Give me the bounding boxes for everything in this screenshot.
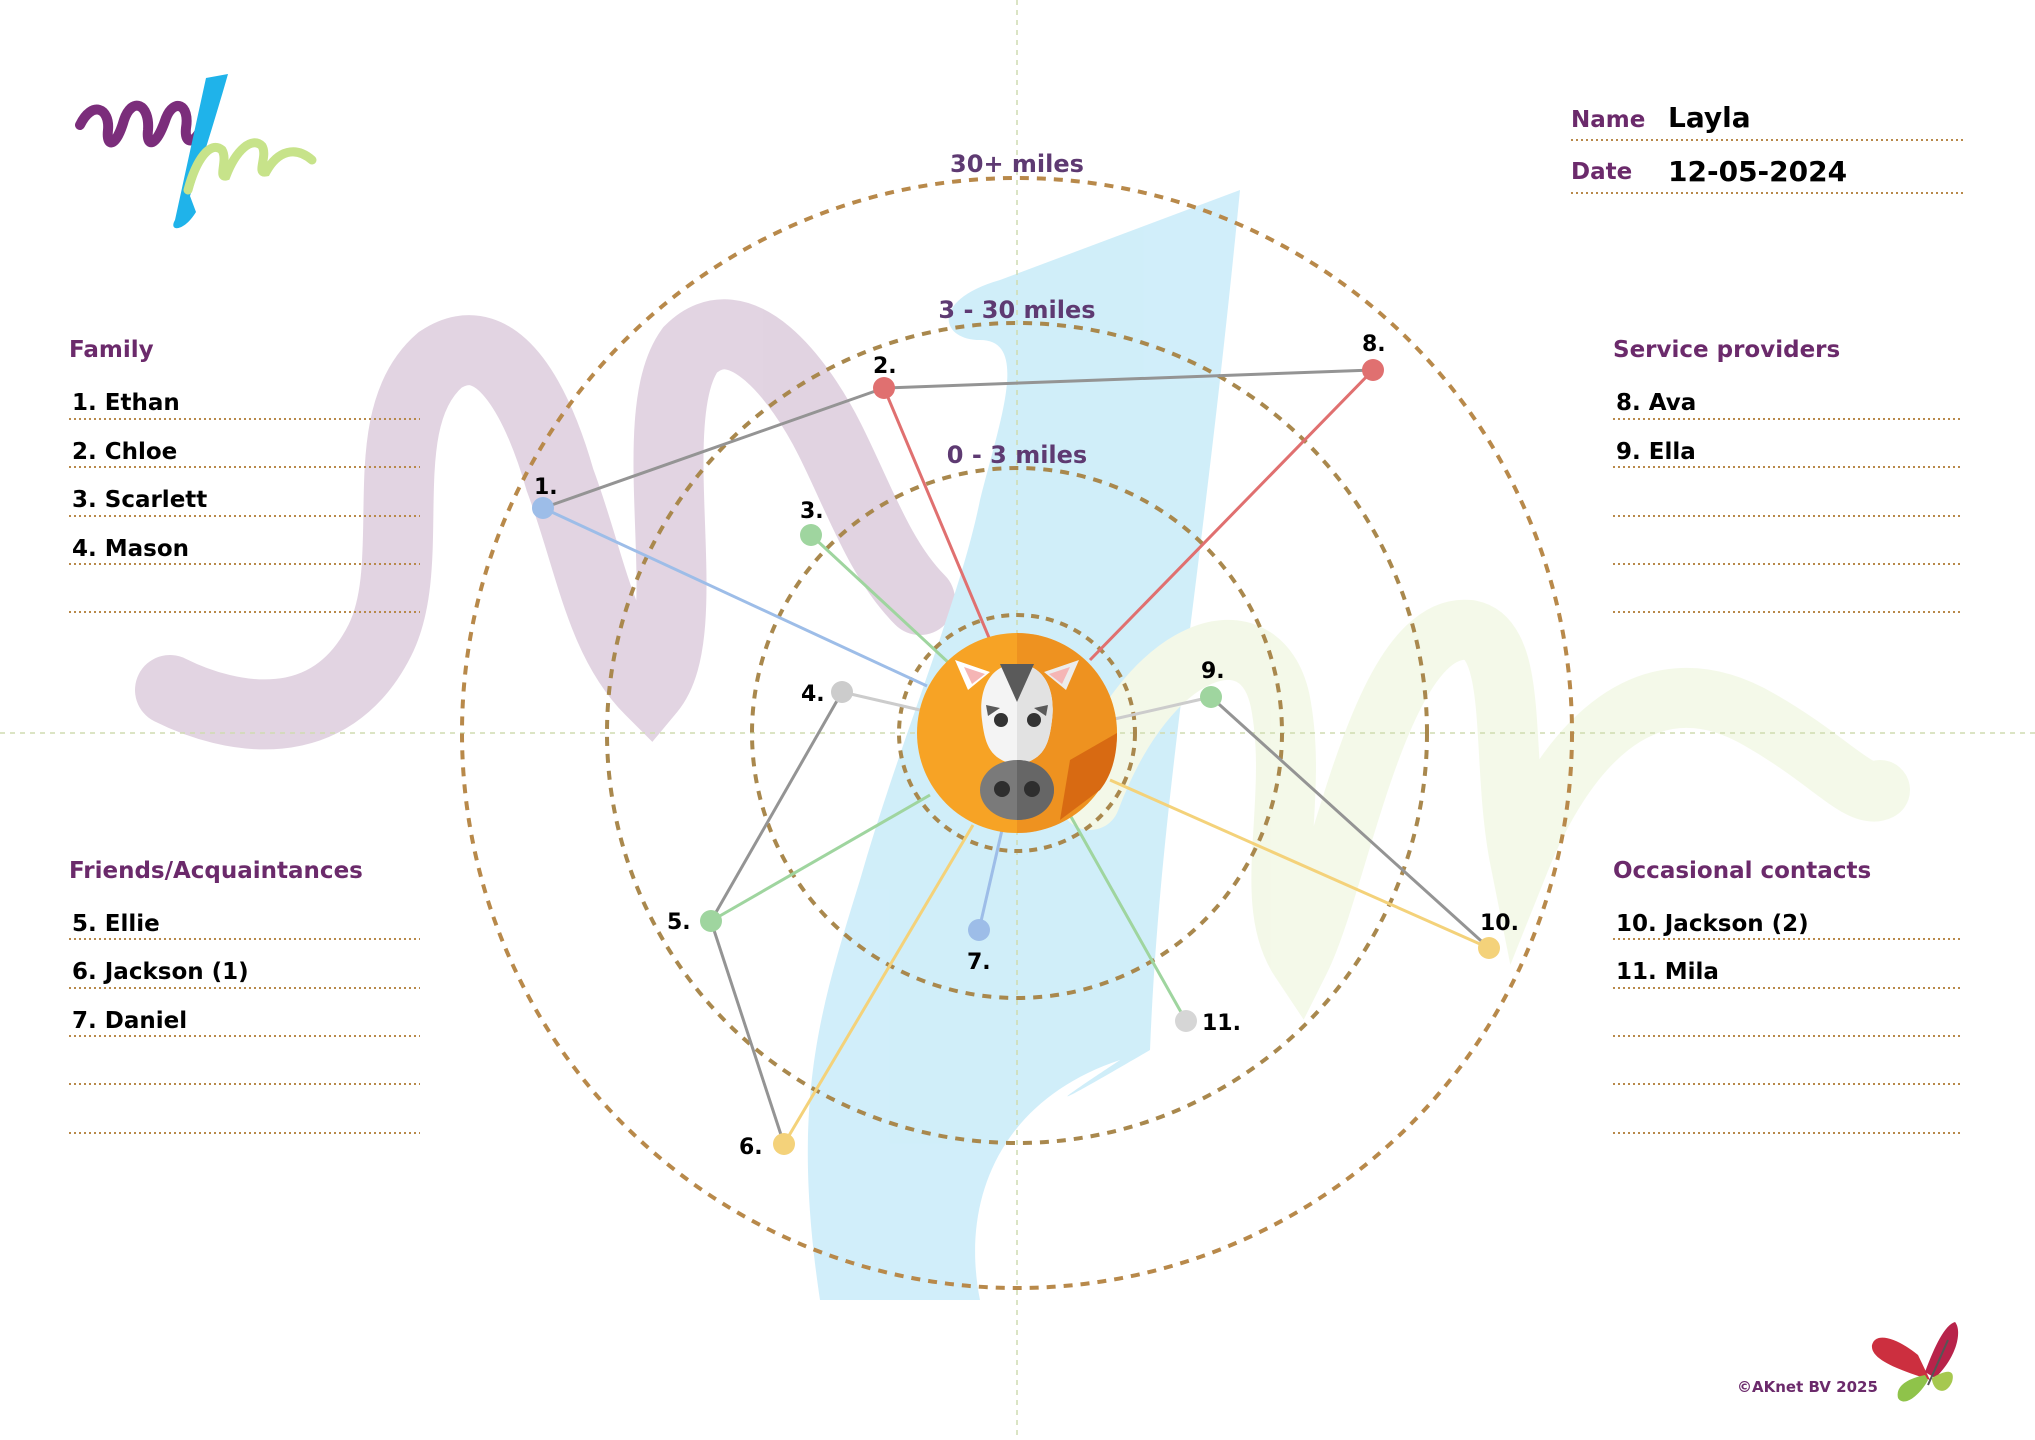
- service-item-1[interactable]: 8. Ava: [1616, 390, 1696, 416]
- ring-center: [897, 613, 1137, 853]
- node-11[interactable]: [1175, 1010, 1197, 1032]
- butterfly-icon: [1871, 1322, 1959, 1402]
- link-8-center: [1088, 368, 1375, 662]
- ring-label-outer: 30+ miles: [950, 150, 1084, 178]
- brand-logo: [75, 74, 317, 229]
- node-label-8: 8.: [1362, 332, 1386, 357]
- node-4[interactable]: [831, 681, 853, 703]
- node-label-5: 5.: [667, 910, 691, 935]
- link-10-center: [1109, 778, 1490, 950]
- family-item-1[interactable]: 1. Ethan: [72, 390, 180, 416]
- watermark-purple-stroke: [135, 299, 955, 750]
- link-6-center: [782, 824, 975, 1145]
- ring-label-inner: 0 - 3 miles: [947, 441, 1087, 469]
- family-item-4[interactable]: 4. Mason: [72, 536, 189, 562]
- node-labels: 1. 2. 3. 4. 5. 6. 7. 8. 9. 10. 11.: [534, 332, 1519, 1160]
- node-5[interactable]: [700, 910, 722, 932]
- occasional-item-1[interactable]: 10. Jackson (2): [1616, 911, 1809, 937]
- node-label-11: 11.: [1202, 1011, 1241, 1036]
- node-7[interactable]: [968, 919, 990, 941]
- zebra-icon: [955, 660, 1079, 820]
- service-list: Service providers 8. Ava 9. Ella: [1613, 337, 1963, 613]
- node-label-4: 4.: [801, 682, 825, 707]
- occasional-item-2[interactable]: 11. Mila: [1616, 959, 1719, 985]
- node-3[interactable]: [800, 524, 822, 546]
- family-list: Family 1. Ethan 2. Chloe 3. Scarlett 4. …: [69, 337, 420, 613]
- link-9-10: [1209, 695, 1491, 950]
- friends-item-1[interactable]: 5. Ellie: [72, 911, 160, 937]
- friends-item-2[interactable]: 6. Jackson (1): [72, 959, 249, 985]
- ring-label-middle: 3 - 30 miles: [938, 296, 1095, 324]
- logo-green-wave: [183, 138, 317, 195]
- link-7-center: [977, 829, 1004, 931]
- family-item-3[interactable]: 3. Scarlett: [72, 487, 207, 513]
- link-1-2: [542, 386, 885, 510]
- node-10[interactable]: [1478, 937, 1500, 959]
- occasional-list: Occasional contacts 10. Jackson (2) 11. …: [1613, 858, 1963, 1134]
- link-3-center: [809, 533, 952, 666]
- link-11-center: [1068, 814, 1188, 1022]
- nodes: [532, 359, 1500, 1155]
- node-1[interactable]: [532, 497, 554, 519]
- friends-list: Friends/Acquaintances 5. Ellie 6. Jackso…: [69, 858, 420, 1134]
- link-1-center: [542, 506, 928, 688]
- node-label-3: 3.: [800, 499, 824, 524]
- link-2-8: [883, 368, 1374, 390]
- node-9[interactable]: [1200, 686, 1222, 708]
- friends-item-3[interactable]: 7. Daniel: [72, 1008, 187, 1034]
- node-label-6: 6.: [739, 1135, 763, 1160]
- link-5-6: [709, 920, 786, 1145]
- ring-inner: [750, 466, 1284, 1000]
- family-item-2[interactable]: 2. Chloe: [72, 439, 177, 465]
- node-label-10: 10.: [1480, 911, 1519, 936]
- link-9-center: [1109, 695, 1212, 722]
- family-title: Family: [69, 337, 154, 363]
- node-6[interactable]: [773, 1133, 795, 1155]
- link-4-center: [841, 690, 921, 712]
- friends-title: Friends/Acquaintances: [69, 858, 363, 884]
- name-label: Name: [1571, 107, 1645, 133]
- copyright-text: ©AKnet BV 2025: [1737, 1378, 1878, 1396]
- avatar-shadow: [1060, 733, 1117, 820]
- node-label-1: 1.: [534, 475, 558, 500]
- node-8[interactable]: [1362, 359, 1384, 381]
- service-item-2[interactable]: 9. Ella: [1616, 439, 1696, 465]
- link-2-center: [882, 387, 992, 641]
- center-links: [542, 368, 1490, 1145]
- header-fields: Name Layla Date 12-05-2024: [1571, 101, 1963, 194]
- logo-purple-wave: [75, 100, 211, 148]
- node-label-9: 9.: [1201, 659, 1225, 684]
- date-value[interactable]: 12-05-2024: [1668, 155, 1847, 188]
- node-2[interactable]: [873, 377, 895, 399]
- ring-outer: [460, 176, 1574, 1290]
- date-label: Date: [1571, 159, 1632, 185]
- service-title: Service providers: [1613, 337, 1840, 363]
- center-avatar: [917, 633, 1117, 833]
- node-links: [542, 368, 1491, 1145]
- link-4-5: [709, 691, 844, 922]
- name-value[interactable]: Layla: [1668, 101, 1751, 134]
- ring-middle: [605, 321, 1429, 1145]
- node-label-2: 2.: [873, 354, 897, 379]
- occasional-title: Occasional contacts: [1613, 858, 1871, 884]
- node-label-7: 7.: [967, 950, 991, 975]
- link-5-center: [710, 793, 931, 923]
